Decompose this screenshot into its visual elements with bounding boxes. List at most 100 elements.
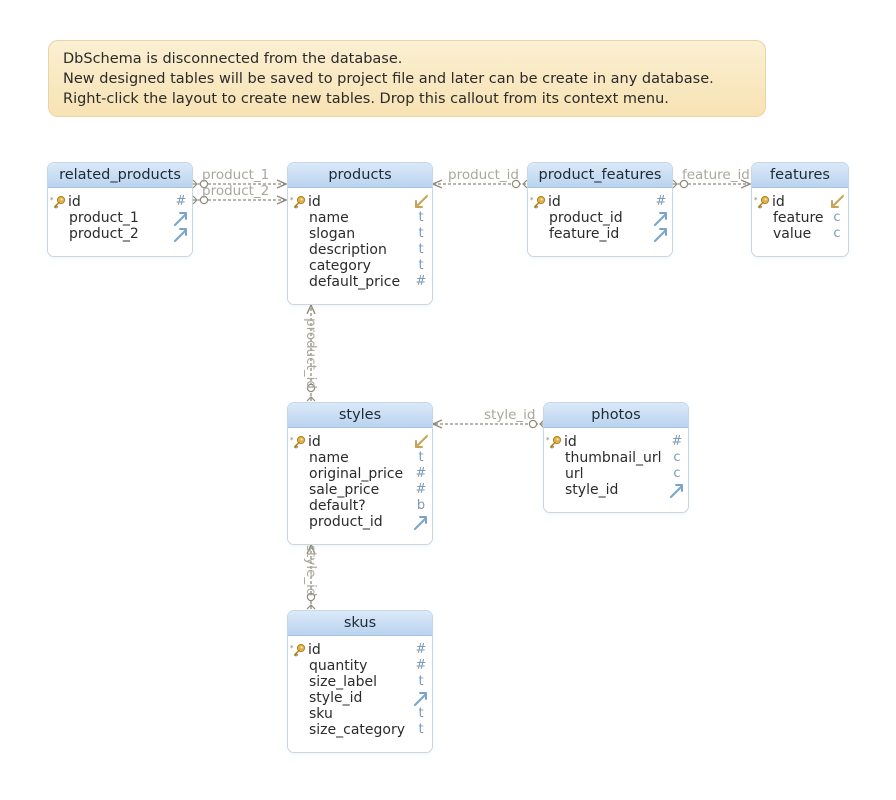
callout-line-3: Right-click the layout to create new tab… [63, 91, 669, 107]
column-name: default_price [309, 274, 401, 290]
relation-label-product-2: product_2 [202, 183, 269, 199]
column-type-icon: t [418, 210, 424, 225]
table-header-skus[interactable]: skus [288, 611, 432, 636]
relation-styles-product-id[interactable]: product_id [303, 305, 319, 402]
referenced-key-icon [413, 194, 429, 210]
column-name: product_1 [69, 210, 139, 226]
column-name: name [309, 450, 349, 466]
column-row[interactable]: * id [288, 194, 432, 210]
column-row[interactable]: product_1 [48, 210, 192, 226]
column-row[interactable]: *id # [544, 434, 688, 450]
column-type-icon: # [415, 466, 427, 481]
column-type-icon: t [418, 722, 424, 737]
column-name: id [548, 194, 561, 210]
column-name: id [564, 434, 577, 450]
column-name: id [68, 194, 81, 210]
primary-key-icon: * [290, 643, 306, 657]
primary-key-icon: * [290, 435, 306, 449]
column-name: product_id [309, 514, 383, 530]
column-row[interactable]: *id# [528, 194, 672, 210]
column-row[interactable]: size_category t [288, 722, 432, 738]
column-name: style_id [309, 690, 363, 706]
relation-product-features-product-id[interactable]: product_id [433, 167, 528, 188]
column-name: sku [309, 706, 333, 722]
table-header-features[interactable]: features [752, 163, 848, 188]
column-name: size_category [309, 722, 406, 738]
table-header-product-features[interactable]: product_features [528, 163, 672, 188]
relation-feature-id[interactable]: feature_id [672, 167, 750, 188]
column-row[interactable]: name t [288, 210, 432, 226]
primary-key-icon: * [546, 435, 562, 449]
column-row[interactable]: quantity # [288, 658, 432, 674]
column-name: style_id [565, 482, 619, 498]
column-row[interactable]: feature_id [528, 226, 672, 242]
relation-photos-style-id[interactable]: style_id [433, 407, 545, 428]
relation-product-2[interactable]: product_2 [192, 183, 286, 204]
referenced-key-icon [413, 434, 429, 450]
relation-skus-style-id[interactable]: style_id [303, 545, 319, 610]
column-row[interactable]: product_id [288, 514, 432, 530]
disconnected-callout[interactable]: DbSchema is disconnected from the databa… [48, 40, 766, 117]
column-name: feature [773, 210, 824, 226]
column-row[interactable]: style_id [544, 482, 688, 498]
column-name: id [772, 194, 785, 210]
column-name: id [308, 194, 321, 210]
column-name: slogan [309, 226, 356, 242]
column-name: name [309, 210, 349, 226]
column-row[interactable]: sale_price# [288, 482, 432, 498]
column-row[interactable]: original_price# [288, 466, 432, 482]
primary-key-icon: * [290, 195, 306, 209]
relation-product-1[interactable]: product_1 [192, 167, 286, 188]
column-row[interactable]: style_id [288, 690, 432, 706]
primary-key-icon: * [50, 195, 66, 209]
column-name: quantity [309, 658, 368, 674]
foreign-key-icon [413, 690, 429, 706]
column-row[interactable]: *id [288, 434, 432, 450]
column-row[interactable]: product_id [528, 210, 672, 226]
foreign-key-icon [413, 514, 429, 530]
column-name: thumbnail_url [565, 450, 662, 466]
column-type-icon: t [418, 674, 424, 689]
column-row[interactable]: default_price # [288, 274, 432, 290]
column-type-icon: # [415, 274, 427, 289]
column-row[interactable]: *id# [48, 194, 192, 210]
column-row[interactable]: default?b [288, 498, 432, 514]
relation-label-product-1: product_1 [202, 167, 269, 183]
table-header-styles[interactable]: styles [288, 403, 432, 428]
table-header-related-products[interactable]: related_products [48, 163, 192, 188]
column-name: value [773, 226, 812, 242]
table-header-products[interactable]: products [288, 163, 432, 188]
column-row[interactable]: *id# [288, 642, 432, 658]
column-type-icon: # [671, 434, 683, 449]
relation-label-skus-style-id: style_id [303, 545, 319, 596]
column-name: default? [309, 498, 366, 514]
column-row[interactable]: product_2 [48, 226, 192, 242]
column-name: id [308, 642, 321, 658]
column-row[interactable]: *id [752, 194, 848, 210]
column-type-icon: # [415, 658, 427, 673]
svg-text:*: * [290, 196, 294, 204]
table-header-photos[interactable]: photos [544, 403, 688, 428]
